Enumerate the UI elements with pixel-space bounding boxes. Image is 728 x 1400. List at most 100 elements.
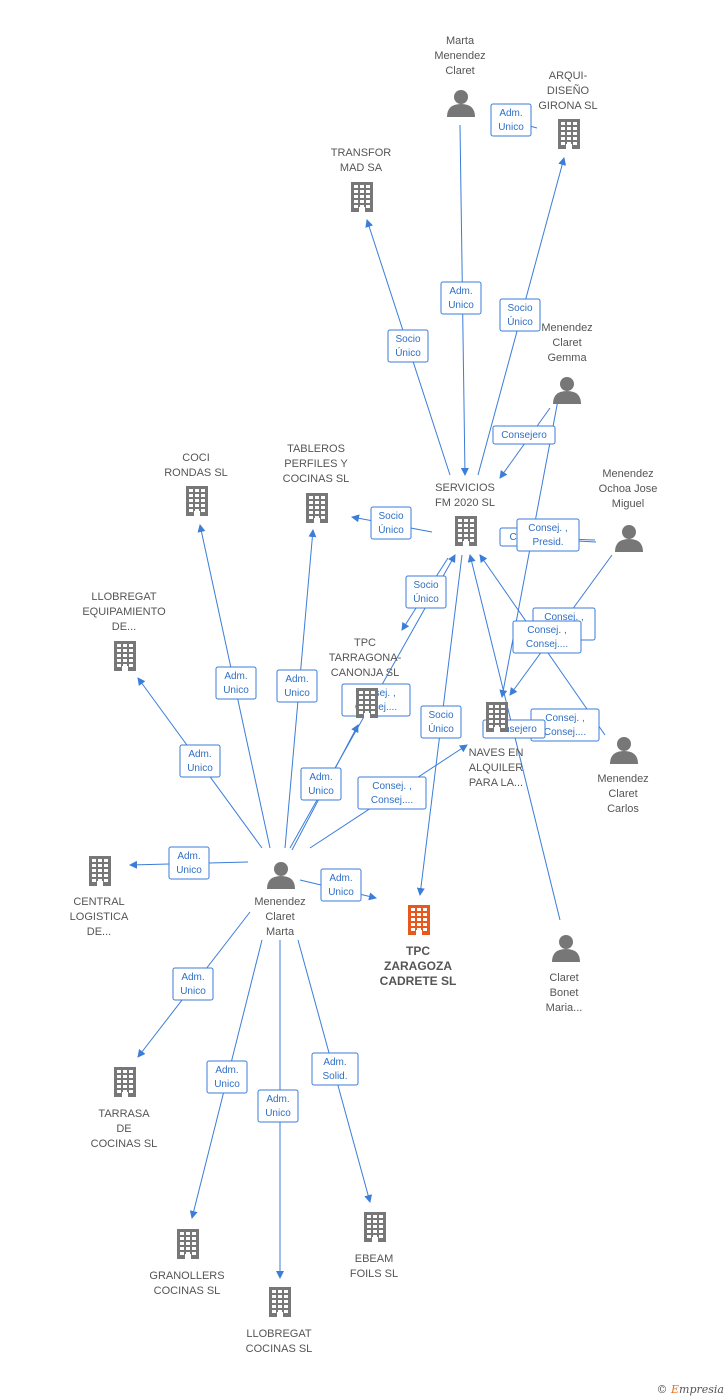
relation-label[interactable]: Adm.Unico (320, 868, 362, 902)
building-window (201, 504, 205, 507)
building-window (278, 1310, 282, 1313)
node-label: RONDAS SL (164, 467, 228, 479)
node-label: FOILS SL (350, 1268, 398, 1280)
building-window (201, 489, 205, 492)
relation-label[interactable]: Adm.Unico (215, 666, 257, 700)
building-window (360, 195, 364, 198)
node-label: DE... (112, 621, 136, 633)
building-window (367, 1215, 371, 1218)
building-window (123, 664, 127, 667)
relation-label-box (311, 1052, 359, 1086)
relation-label[interactable]: Adm.Unico (276, 669, 318, 703)
building-window (192, 1252, 196, 1255)
building-window (117, 1090, 121, 1093)
relation-label[interactable]: Adm.Unico (490, 103, 532, 137)
relation-label[interactable]: Adm.Unico (179, 744, 221, 778)
building-window (180, 1237, 184, 1240)
relation-label[interactable]: Consej. ,Presid. (516, 518, 580, 552)
building-window (501, 705, 505, 708)
building-window (360, 205, 364, 208)
relation-label-text: Consejero (501, 430, 547, 441)
node-label: CANONJA SL (331, 667, 399, 679)
relation-label-text: Socio (378, 511, 403, 522)
relation-label-text: Adm. (449, 286, 472, 297)
node-central[interactable]: CENTRALLOGISTICADE... (70, 856, 129, 938)
building-window (567, 142, 571, 145)
relation-label[interactable]: Adm.Unico (206, 1060, 248, 1094)
building-window (489, 725, 493, 728)
relation-label-text: Unico (176, 865, 202, 876)
relation-label-text: Socio (507, 303, 532, 314)
relation-label[interactable]: Adm.Solid. (311, 1052, 359, 1086)
building-window (129, 1075, 133, 1078)
relation-label[interactable]: Consej. ,Consej.... (357, 776, 427, 810)
relation-label-box (215, 666, 257, 700)
building-window (417, 928, 421, 931)
relation-label-box (387, 329, 429, 363)
relation-label-text: Único (395, 346, 421, 359)
building-door (364, 713, 370, 718)
relation-label[interactable]: Consej. ,Consej.... (512, 620, 582, 654)
relation-label-text: Unico (328, 887, 354, 898)
relation-label-text: Adm. (181, 972, 204, 983)
building-window (489, 705, 493, 708)
relation-label-text: Unico (187, 763, 213, 774)
building-icon (186, 486, 208, 516)
relation-label-text: Adm. (323, 1057, 346, 1068)
building-window (379, 1230, 383, 1233)
building-icon (89, 856, 111, 886)
relation-label[interactable]: Adm.Unico (168, 846, 210, 880)
building-window (195, 509, 199, 512)
building-window (371, 711, 375, 714)
building-window (360, 200, 364, 203)
node-label: Menendez (254, 896, 305, 908)
building-window (464, 519, 468, 522)
relation-label[interactable]: Consejero (492, 425, 556, 445)
building-icon (356, 688, 378, 718)
building-window (561, 127, 565, 130)
building-window (321, 516, 325, 519)
building-door (122, 1092, 128, 1097)
building-window (411, 908, 415, 911)
person-head (274, 862, 288, 876)
node-label: EQUIPAMIENTO (82, 606, 166, 618)
building-window (104, 859, 108, 862)
building-window (192, 1232, 196, 1235)
building-window (470, 529, 474, 532)
node-bonet[interactable]: ClaretBonetMaria... (546, 935, 583, 1014)
person-body (553, 391, 581, 404)
relation-label[interactable]: Adm.Unico (172, 967, 214, 1001)
building-window (501, 715, 505, 718)
relation-label[interactable]: Adm.Unico (440, 281, 482, 315)
node-label: TARRAGONA- (329, 652, 402, 664)
person-icon (615, 525, 643, 552)
building-window (180, 1232, 184, 1235)
building-door (122, 666, 128, 671)
node-llobregat_eq[interactable]: LLOBREGATEQUIPAMIENTODE... (82, 591, 166, 671)
relation-label[interactable]: Adm.Unico (300, 767, 342, 801)
relation-label[interactable]: Adm.Unico (257, 1089, 299, 1123)
building-window (470, 519, 474, 522)
